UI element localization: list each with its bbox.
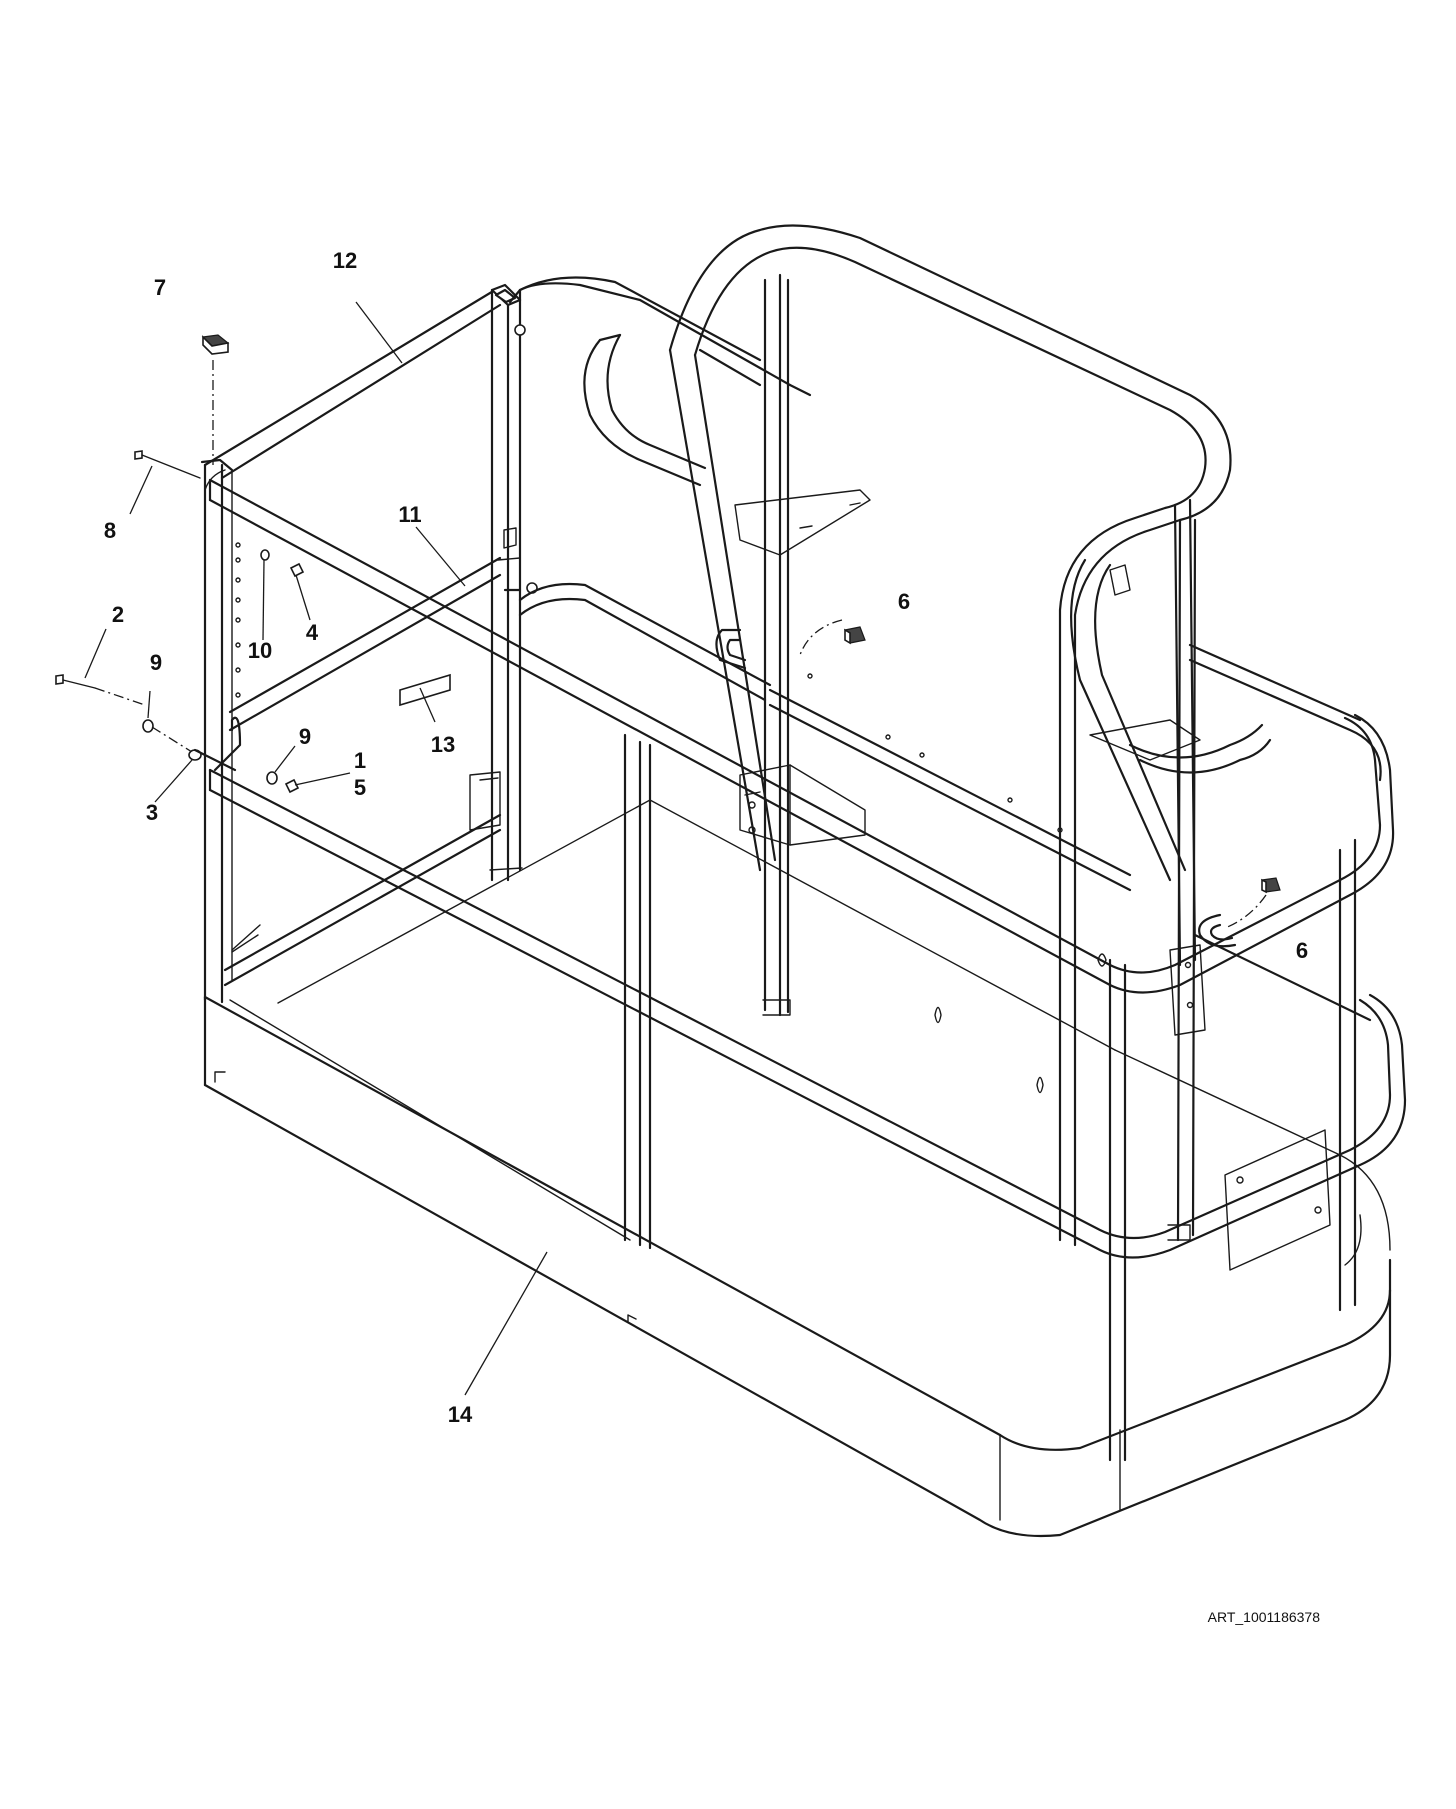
- mid-front-rail: [208, 768, 1407, 1259]
- callout-8: 8: [104, 518, 116, 543]
- callout-2: 2: [112, 602, 124, 627]
- callout-7: 7: [154, 275, 166, 300]
- decal-13: [399, 673, 451, 707]
- post-adjust-holes: [235, 542, 241, 698]
- bumper-axis-rear: [799, 619, 843, 656]
- right-grab-handle: [1198, 913, 1237, 948]
- washer-10: [260, 549, 270, 561]
- washer-9-right: [266, 771, 278, 785]
- callout-labels: 7 12 8 11 10 4 2 9 13 9 1 5 3 6 6 14: [104, 248, 1308, 1427]
- callout-10: 10: [248, 638, 272, 663]
- nut-4: [289, 562, 305, 578]
- post-cap-plug: [201, 334, 230, 355]
- callout-13: 13: [431, 732, 455, 757]
- callout-6-right: 6: [1296, 938, 1308, 963]
- leader-lines: [84, 301, 548, 1396]
- callout-9-right: 9: [299, 724, 311, 749]
- callout-6-rear: 6: [898, 589, 910, 614]
- rear-center-post: [739, 273, 866, 1017]
- toe-board-base: [203, 799, 1392, 1538]
- bolt-axis-line: [151, 726, 193, 753]
- pin-8: [134, 450, 201, 479]
- bolt-2: [55, 674, 146, 706]
- main-top-rail: [204, 469, 1395, 994]
- control-shelf: [1089, 719, 1272, 774]
- rear-top-rail: [503, 276, 812, 702]
- washer-9-left: [142, 719, 154, 733]
- art-reference-code: ART_1001186378: [1208, 1609, 1321, 1625]
- front-center-post: [623, 733, 652, 1250]
- callout-1: 1: [354, 748, 366, 773]
- callout-12: 12: [333, 248, 357, 273]
- bumper-6-rear: [844, 626, 866, 645]
- callout-3: 3: [146, 800, 158, 825]
- callout-11: 11: [398, 502, 421, 527]
- rear-guard-loop: [668, 224, 1232, 1247]
- callout-9-left: 9: [150, 650, 162, 675]
- nut-1-5: [284, 778, 300, 794]
- right-end-frame: [1097, 643, 1382, 1462]
- callout-14: 14: [448, 1402, 473, 1427]
- entry-gate-frame: [200, 288, 502, 1004]
- callout-5: 5: [354, 775, 366, 800]
- bumper-6-right: [1261, 877, 1281, 894]
- latch-pin-3: [188, 748, 237, 772]
- callout-4: 4: [306, 620, 319, 645]
- entry-grab-handle: [715, 628, 747, 670]
- bumper-axis-right: [1224, 894, 1267, 929]
- rear-left-post: [489, 283, 538, 882]
- rear-side-rail: [768, 673, 1132, 1094]
